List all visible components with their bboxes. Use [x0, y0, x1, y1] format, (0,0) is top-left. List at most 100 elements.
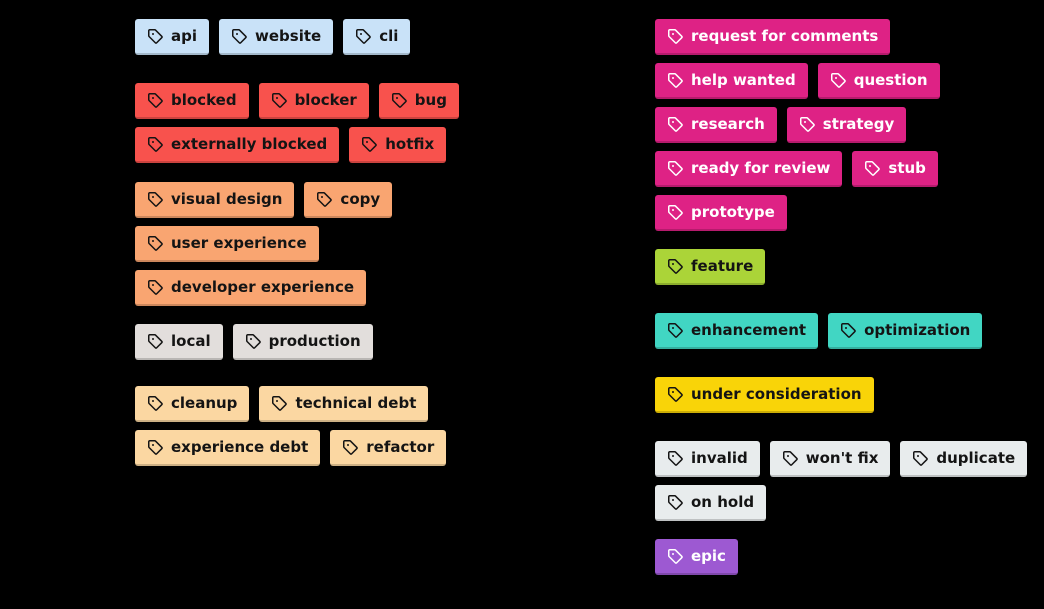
label-chip-question[interactable]: question [817, 63, 940, 99]
label-chip-blocked[interactable]: blocked [135, 83, 249, 119]
label-chip-cleanup[interactable]: cleanup [135, 386, 250, 422]
label-chip-epic[interactable]: epic [655, 539, 738, 575]
label-row: user experience [135, 226, 459, 262]
label-text: technical debt [295, 393, 417, 412]
tag-icon [668, 323, 683, 338]
label-text: hotfix [385, 134, 435, 153]
label-text: cli [379, 26, 399, 45]
label-text: optimization [864, 320, 971, 339]
tag-icon [668, 205, 683, 220]
tag-icon [148, 280, 163, 295]
label-chip-stub[interactable]: stub [852, 151, 938, 187]
label-text: epic [691, 546, 726, 565]
label-text: duplicate [936, 448, 1016, 467]
label-text: stub [888, 158, 926, 177]
label-text: strategy [822, 114, 895, 133]
tag-icon [148, 236, 163, 251]
label-text: website [255, 26, 322, 45]
label-chip-refactor[interactable]: refactor [330, 430, 447, 466]
label-chip-blocker[interactable]: blocker [258, 83, 369, 119]
label-chip-help-wanted[interactable]: help wanted [655, 63, 808, 99]
label-chip-copy[interactable]: copy [304, 182, 393, 218]
label-chip-ready-for-review[interactable]: ready for review [655, 151, 843, 187]
label-group-api: api website cli [135, 19, 459, 55]
tag-icon [148, 29, 163, 44]
label-group-invalid: invalid won't fix duplicate on hold [655, 441, 1028, 521]
label-chip-strategy[interactable]: strategy [786, 107, 907, 143]
label-chip-research[interactable]: research [655, 107, 777, 143]
label-chip-duplicate[interactable]: duplicate [900, 441, 1028, 477]
label-chip-hotfix[interactable]: hotfix [349, 127, 447, 163]
label-group-under-consideration: under consideration [655, 377, 1027, 413]
label-chip-externally-blocked[interactable]: externally blocked [135, 127, 340, 163]
tag-icon [668, 73, 683, 88]
label-row: enhancement optimization [655, 313, 1027, 349]
label-chip-on-hold[interactable]: on hold [655, 485, 767, 521]
label-text: blocked [171, 90, 237, 109]
tag-icon [668, 259, 683, 274]
label-chip-api[interactable]: api [135, 19, 210, 55]
label-row: cleanup technical debt [135, 386, 459, 422]
label-group-cleanup: cleanup technical debt experience debt refa… [135, 386, 459, 466]
label-row: experience debt refactor [135, 430, 459, 466]
label-row: under consideration [655, 377, 1027, 413]
label-chip-experience-debt[interactable]: experience debt [135, 430, 321, 466]
label-chip-production[interactable]: production [232, 324, 373, 360]
label-chip-under-consideration[interactable]: under consideration [655, 377, 874, 413]
label-text: experience debt [171, 437, 309, 456]
tag-icon [668, 495, 683, 510]
label-text: invalid [691, 448, 748, 467]
tag-icon [830, 73, 846, 88]
label-chip-bug[interactable]: bug [378, 83, 459, 119]
label-text: cleanup [171, 393, 238, 412]
tag-icon [799, 117, 815, 132]
tag-icon [668, 161, 683, 176]
label-group-enhancement: enhancement optimization [655, 313, 1027, 349]
label-row: invalid won't fix duplicate [655, 441, 1028, 477]
label-chip-user-experience[interactable]: user experience [135, 226, 319, 262]
label-text: on hold [691, 492, 755, 511]
label-chip-request-for-comments[interactable]: request for comments [655, 19, 891, 55]
label-chip-feature[interactable]: feature [655, 249, 766, 285]
label-chip-prototype[interactable]: prototype [655, 195, 787, 231]
tag-icon [148, 334, 163, 349]
tag-icon [362, 137, 378, 152]
label-row: api website cli [135, 19, 459, 55]
label-text: visual design [171, 189, 283, 208]
label-chip-cli[interactable]: cli [343, 19, 411, 55]
tag-icon [271, 93, 287, 108]
tag-icon [148, 192, 163, 207]
tag-icon [913, 451, 929, 466]
label-row: prototype [655, 195, 1027, 231]
label-row: developer experience [135, 270, 459, 306]
label-text: enhancement [691, 320, 807, 339]
label-chip-invalid[interactable]: invalid [655, 441, 760, 477]
label-row: feature [655, 249, 1027, 285]
label-group-feature: feature [655, 249, 1027, 285]
tag-icon [668, 387, 683, 402]
label-chip-optimization[interactable]: optimization [828, 313, 983, 349]
label-chip-technical-debt[interactable]: technical debt [259, 386, 429, 422]
tag-icon [841, 323, 856, 338]
label-chip-won-t-fix[interactable]: won't fix [769, 441, 891, 477]
tag-icon [668, 117, 683, 132]
label-text: refactor [366, 437, 435, 456]
label-text: won't fix [805, 448, 879, 467]
label-chip-local[interactable]: local [135, 324, 223, 360]
label-chip-visual-design[interactable]: visual design [135, 182, 295, 218]
tag-icon [148, 93, 163, 108]
label-chip-enhancement[interactable]: enhancement [655, 313, 819, 349]
tag-icon [356, 29, 371, 44]
tag-icon [232, 29, 247, 44]
label-chip-website[interactable]: website [219, 19, 334, 55]
label-chip-developer-experience[interactable]: developer experience [135, 270, 367, 306]
label-text: externally blocked [171, 134, 328, 153]
label-row: externally blocked hotfix [135, 127, 459, 163]
label-group-visual-design: visual design copy user experience develope… [135, 182, 459, 306]
tag-icon [272, 396, 288, 411]
